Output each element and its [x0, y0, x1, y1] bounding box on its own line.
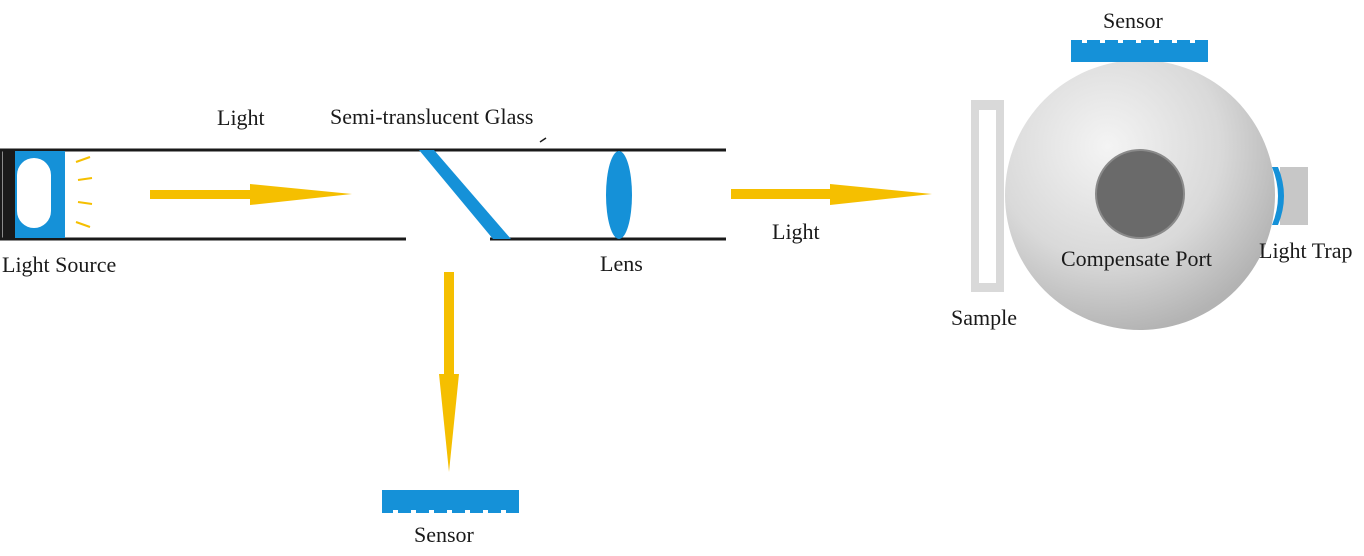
- label-sample: Sample: [951, 305, 1017, 330]
- compensate-port: [1095, 149, 1185, 239]
- sample-holder: [971, 100, 1004, 292]
- light-source-bulb: [17, 158, 51, 228]
- sensor-top: [1071, 40, 1208, 62]
- label-light-source: Light Source: [2, 252, 116, 277]
- label-light-right: Light: [772, 219, 820, 244]
- label-sensor-bottom: Sensor: [414, 522, 475, 547]
- light-trap: [1272, 167, 1308, 225]
- sensor-bottom: [382, 490, 519, 513]
- label-light-trap: Light Trap: [1259, 238, 1353, 263]
- label-sensor-top: Sensor: [1103, 8, 1164, 33]
- label-lens: Lens: [600, 251, 643, 276]
- tube: [0, 137, 726, 241]
- light-source: [3, 151, 93, 238]
- label-compensate-port: Compensate Port: [1061, 246, 1212, 271]
- light-source-backplate: [3, 151, 15, 238]
- lens: [606, 151, 632, 239]
- tube-gap-tick: [539, 137, 547, 143]
- label-semi-translucent-glass: Semi-translucent Glass: [330, 104, 533, 129]
- light-arrow-1: [150, 184, 352, 205]
- label-light-top: Light: [217, 105, 265, 130]
- light-arrow-down: [439, 272, 459, 472]
- light-arrow-2: [731, 184, 932, 205]
- semi-translucent-glass: [419, 150, 511, 239]
- light-rays-icon: [75, 156, 93, 228]
